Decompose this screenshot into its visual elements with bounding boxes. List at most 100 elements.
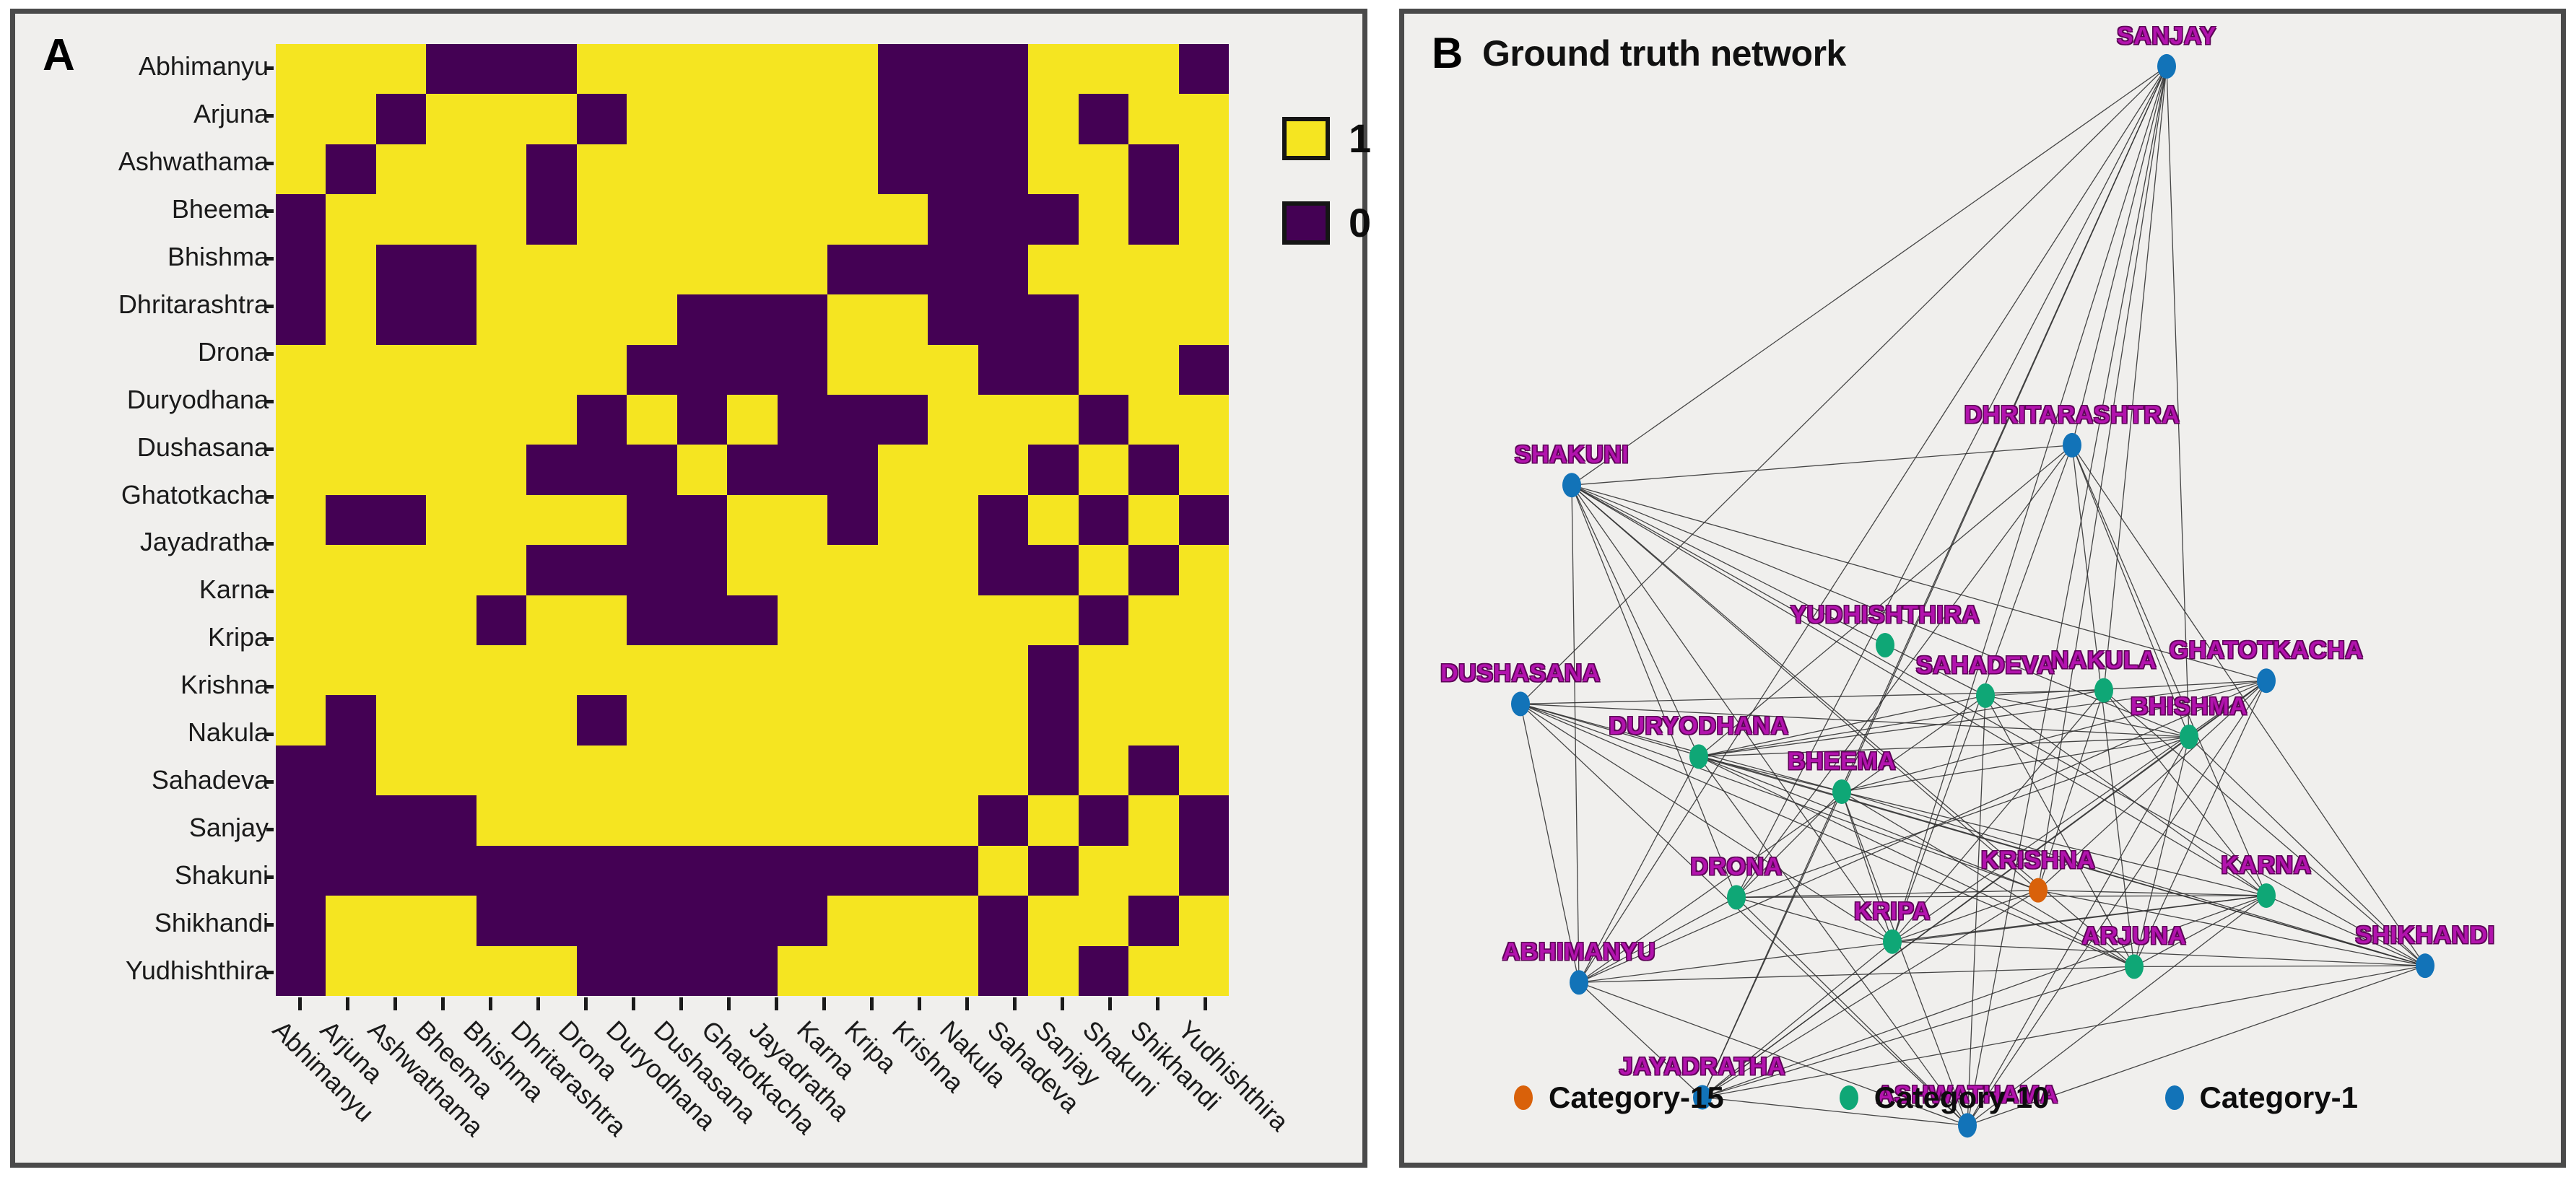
network-node[interactable] xyxy=(1958,1113,1977,1137)
heatmap-cell xyxy=(477,545,526,595)
heatmap-cell xyxy=(928,896,978,945)
heatmap-y-label: Bhishma xyxy=(0,242,269,272)
heatmap-cell xyxy=(727,595,777,645)
heatmap-y-tick xyxy=(266,352,274,356)
network-node-label: DUSHASANA xyxy=(1440,660,1601,688)
network-node[interactable] xyxy=(1562,473,1581,497)
network-node-label: BHISHMA xyxy=(2131,693,2248,721)
heatmap-cell xyxy=(978,645,1028,695)
heatmap-cell xyxy=(326,795,375,845)
heatmap-cell xyxy=(376,795,426,845)
heatmap-cell xyxy=(1128,445,1178,494)
heatmap-cell xyxy=(778,395,827,445)
network-node[interactable] xyxy=(1727,885,1746,909)
heatmap-cell xyxy=(677,645,727,695)
heatmap-cell xyxy=(577,395,627,445)
heatmap-cell xyxy=(1028,294,1078,344)
heatmap-cell xyxy=(928,595,978,645)
heatmap-x-tick xyxy=(1061,997,1064,1010)
network-node[interactable] xyxy=(1876,633,1894,657)
heatmap-cell xyxy=(276,896,326,945)
network-node-label: SAHADEVA xyxy=(1916,652,2055,680)
network-node[interactable] xyxy=(1832,779,1851,804)
heatmap-y-label: Krishna xyxy=(0,670,269,700)
network-edge xyxy=(1702,966,2425,1097)
heatmap-cell xyxy=(677,595,727,645)
heatmap-cell xyxy=(677,795,727,845)
heatmap-cell xyxy=(477,345,526,395)
heatmap-cell xyxy=(978,595,1028,645)
heatmap-y-label: Nakula xyxy=(0,717,269,748)
heatmap-y-label: Ashwathama xyxy=(0,147,269,177)
heatmap-cell xyxy=(827,946,877,996)
network-node-label: ABHIMANYU xyxy=(1502,938,1655,966)
heatmap-cell xyxy=(1028,695,1078,745)
heatmap-cell xyxy=(1179,194,1229,244)
heatmap-y-label: Sanjay xyxy=(0,813,269,843)
heatmap-cell xyxy=(1079,194,1128,244)
heatmap-cell xyxy=(477,445,526,494)
network-node[interactable] xyxy=(2029,878,2048,903)
heatmap-cell xyxy=(526,896,576,945)
heatmap-cell xyxy=(526,595,576,645)
network-node[interactable] xyxy=(2157,54,2176,79)
heatmap-cell xyxy=(376,846,426,896)
network-legend-item: Category-10 xyxy=(1840,1080,2050,1115)
network-node[interactable] xyxy=(2180,725,2198,749)
network-node[interactable] xyxy=(2125,954,2144,979)
heatmap-cell xyxy=(878,495,928,545)
heatmap-cell xyxy=(326,595,375,645)
heatmap-x-tick xyxy=(584,997,588,1010)
heatmap-cell xyxy=(978,94,1028,144)
heatmap-cell xyxy=(376,946,426,996)
network-node[interactable] xyxy=(2257,668,2276,693)
network-node[interactable] xyxy=(1511,691,1530,716)
heatmap-cell xyxy=(978,144,1028,194)
heatmap-cell xyxy=(326,545,375,595)
heatmap-cell xyxy=(677,896,727,945)
heatmap-cell xyxy=(526,846,576,896)
network-node[interactable] xyxy=(1689,744,1708,769)
heatmap-cell xyxy=(1079,94,1128,144)
heatmap-grid xyxy=(276,44,1229,996)
heatmap-cell xyxy=(376,746,426,795)
heatmap-cell xyxy=(1179,645,1229,695)
heatmap-cell xyxy=(978,946,1028,996)
network-node[interactable] xyxy=(2063,433,2081,458)
heatmap-cell xyxy=(526,545,576,595)
network-edge xyxy=(1572,485,1579,982)
heatmap-cell xyxy=(1128,94,1178,144)
heatmap-cell xyxy=(677,395,727,445)
heatmap-legend-label: 0 xyxy=(1349,199,1371,246)
heatmap-cell xyxy=(928,94,978,144)
heatmap-cell xyxy=(1179,44,1229,94)
heatmap-cell xyxy=(477,44,526,94)
heatmap-cell xyxy=(677,545,727,595)
heatmap-cell xyxy=(326,144,375,194)
network-node[interactable] xyxy=(1570,970,1588,994)
heatmap-y-label: Drona xyxy=(0,337,269,367)
heatmap-cell xyxy=(627,144,676,194)
heatmap-cell xyxy=(376,194,426,244)
network-node[interactable] xyxy=(2094,678,2113,703)
heatmap-cell xyxy=(677,94,727,144)
heatmap-cell xyxy=(1128,595,1178,645)
heatmap-cell xyxy=(526,495,576,545)
heatmap-cell xyxy=(526,194,576,244)
network-node[interactable] xyxy=(1883,930,1902,954)
heatmap-cell xyxy=(727,795,777,845)
heatmap-cell xyxy=(978,846,1028,896)
heatmap-cell xyxy=(627,746,676,795)
heatmap-cell xyxy=(978,245,1028,294)
heatmap-cell xyxy=(677,946,727,996)
heatmap-cell xyxy=(1028,245,1078,294)
heatmap-cell xyxy=(827,695,877,745)
heatmap-cell xyxy=(827,495,877,545)
network-edge xyxy=(1572,485,2038,890)
network-node[interactable] xyxy=(2416,953,2434,978)
network-node[interactable] xyxy=(1976,683,1995,708)
network-node[interactable] xyxy=(2257,883,2276,908)
heatmap-cell xyxy=(376,44,426,94)
